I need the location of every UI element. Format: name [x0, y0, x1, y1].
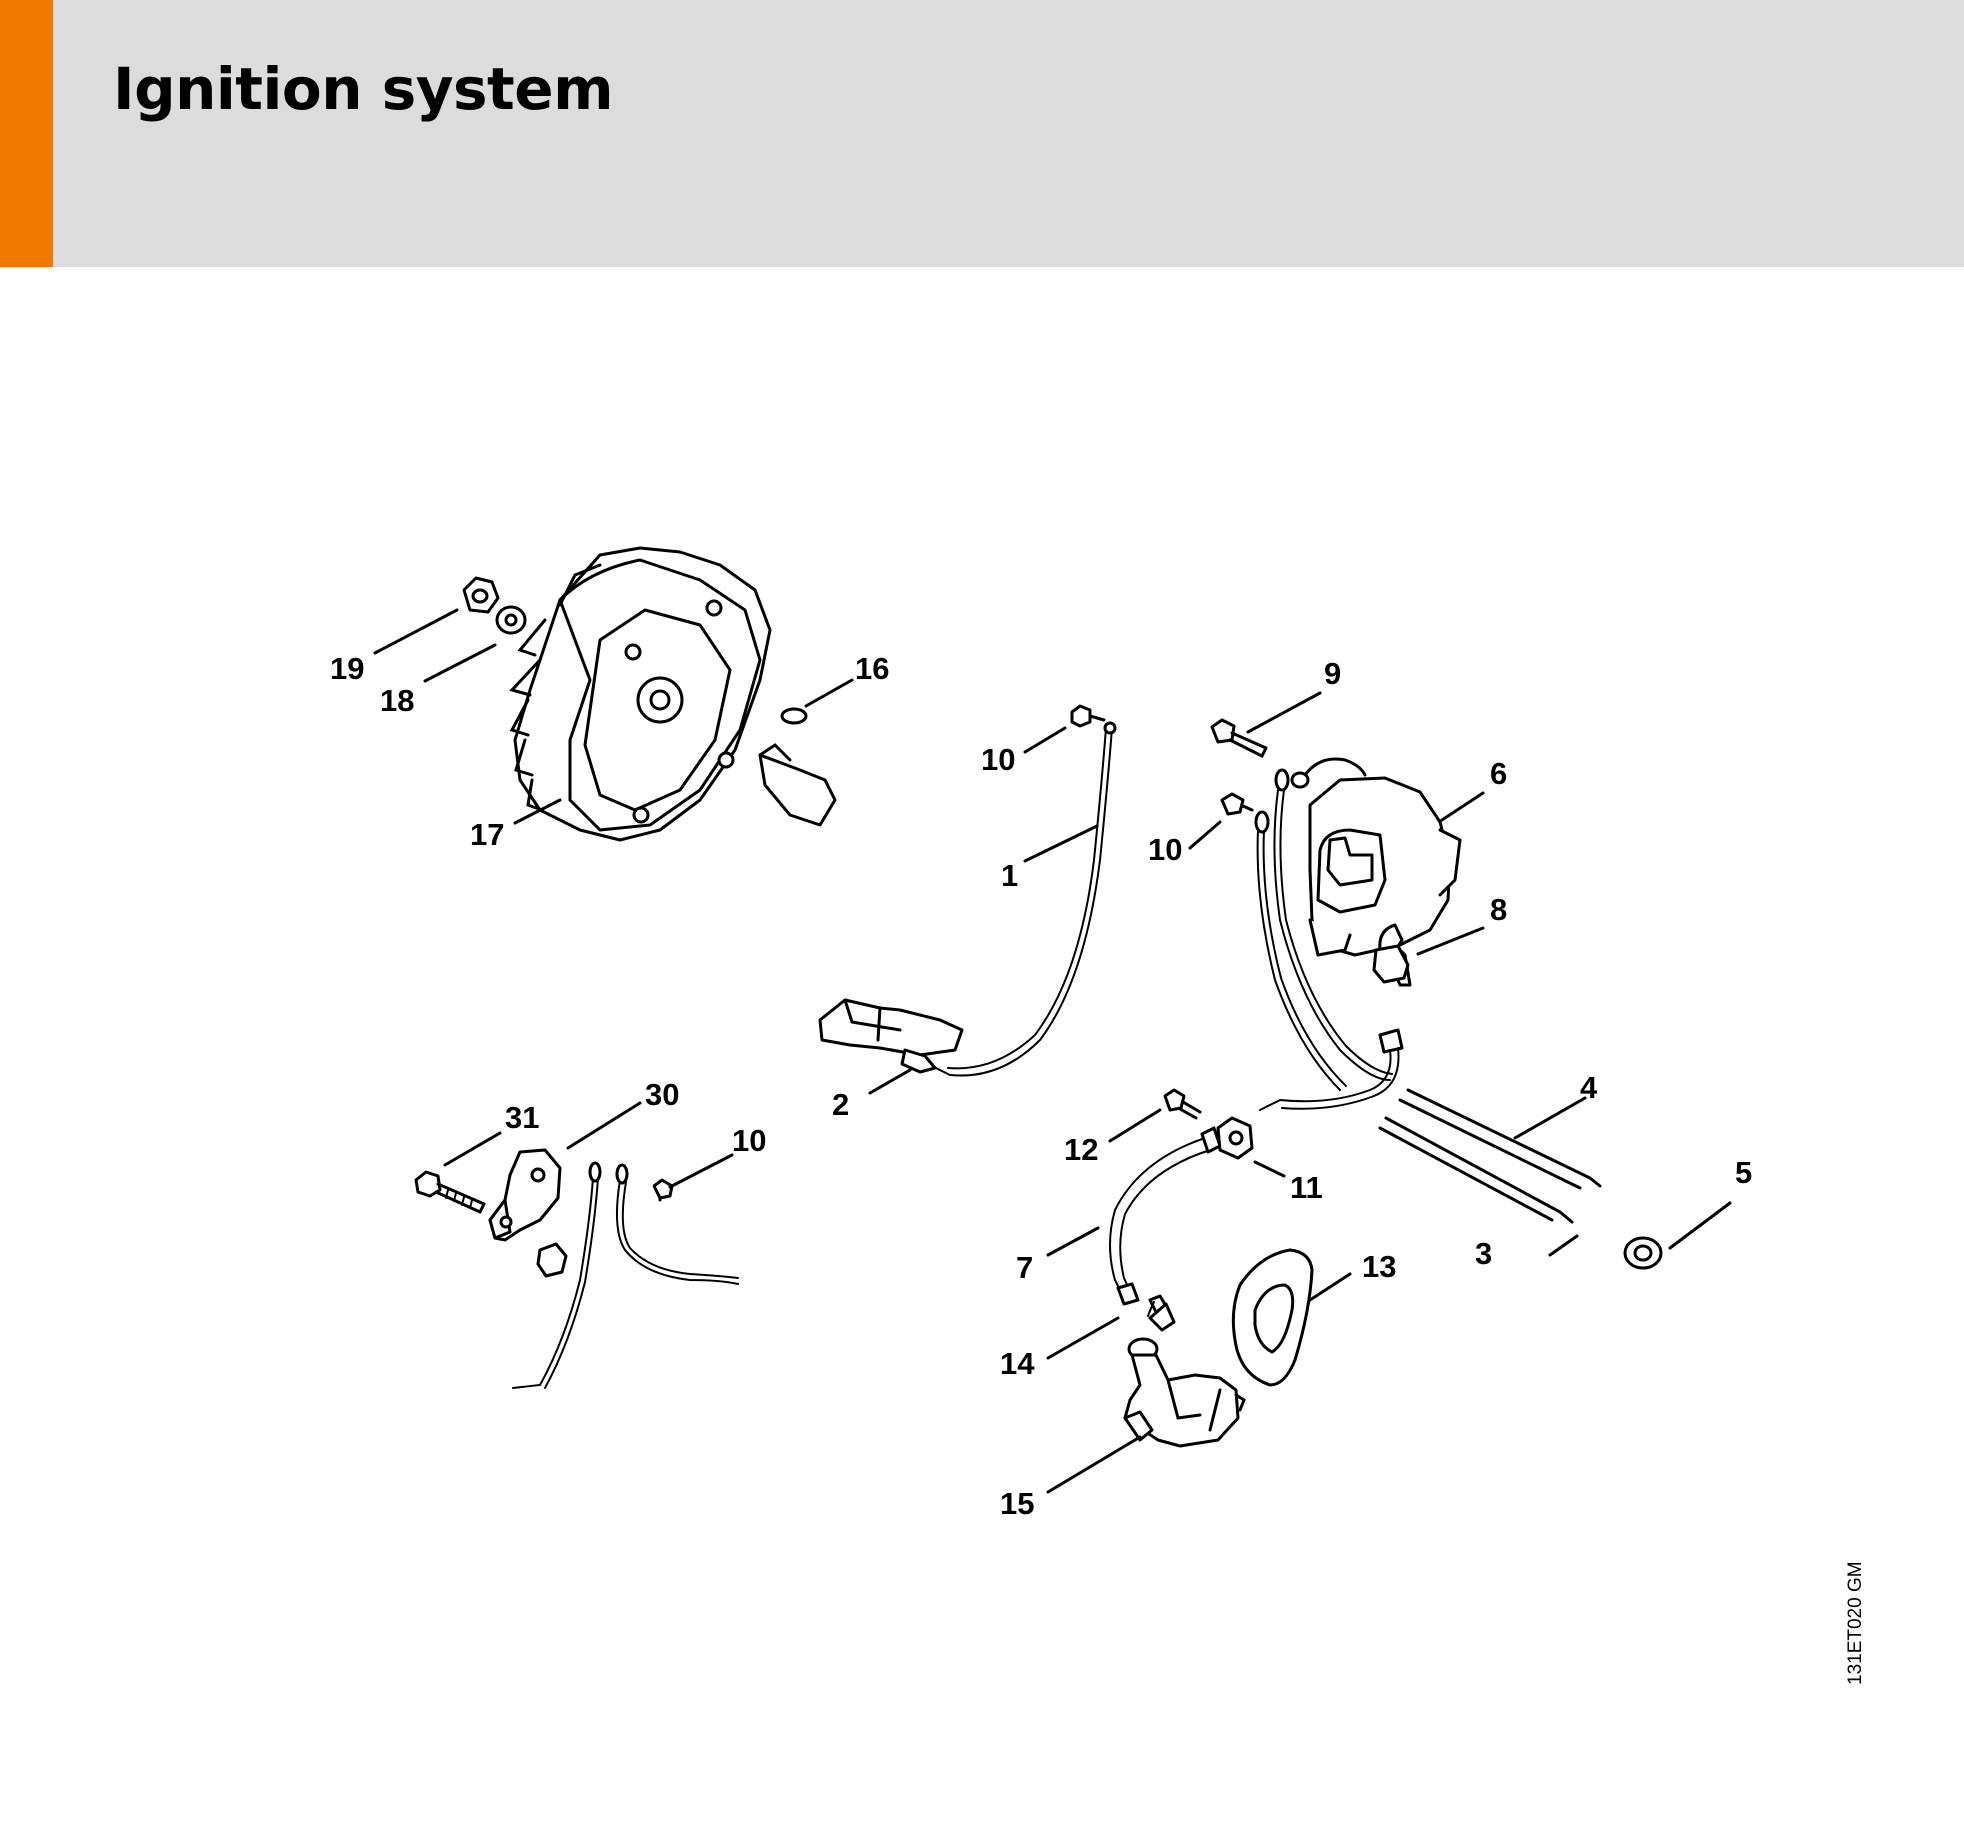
callout-8: 8	[1490, 892, 1507, 927]
callouts: 19 18 16 17 10 1 2 9 6 10 8 4 5 3 12 11 …	[330, 651, 1752, 1521]
header-band: Ignition system	[0, 0, 1964, 267]
callout-18: 18	[380, 683, 414, 718]
callout-6: 6	[1490, 756, 1507, 791]
callout-1: 1	[1001, 858, 1018, 893]
callout-11: 11	[1290, 1170, 1323, 1205]
spark-plug-boot-part	[1123, 1337, 1246, 1448]
callout-17: 17	[470, 817, 504, 852]
nut-part	[462, 576, 500, 614]
drawing-reference-code: 131ET020 GM	[1845, 1561, 1866, 1685]
spark-plug-lead-part	[1109, 1126, 1222, 1306]
callout-10: 10	[732, 1123, 766, 1158]
contact-spring-part	[818, 998, 964, 1074]
screw-part	[1210, 718, 1268, 758]
callout-2: 2	[832, 1087, 849, 1122]
ground-lead-part	[1254, 768, 1393, 1091]
spring-part	[1147, 1294, 1176, 1332]
sleeve-part	[536, 1242, 568, 1278]
callout-4: 4	[1580, 1070, 1598, 1105]
callout-14: 14	[1000, 1346, 1035, 1381]
screw-part	[1163, 1088, 1202, 1120]
washer-part	[495, 605, 527, 635]
callout-10: 10	[981, 742, 1015, 777]
grommet-part	[1231, 1248, 1314, 1387]
clamp-part	[1216, 1116, 1254, 1160]
screw-part	[414, 1170, 486, 1214]
bracket-part	[488, 1148, 562, 1242]
ignition-module-part	[1308, 776, 1462, 987]
callout-31: 31	[505, 1100, 539, 1135]
screw-part	[1070, 704, 1106, 728]
callout-9: 9	[1324, 656, 1341, 691]
callout-3: 3	[1475, 1236, 1492, 1271]
callout-5: 5	[1735, 1155, 1752, 1190]
screw-part	[652, 1178, 674, 1202]
ignition-lead-part	[1259, 944, 1410, 1111]
screw-part	[1220, 792, 1254, 816]
callout-30: 30	[645, 1077, 679, 1112]
short-circuit-wire-part	[929, 721, 1117, 1077]
callout-16: 16	[855, 651, 889, 686]
callout-15: 15	[1000, 1486, 1034, 1521]
callout-7: 7	[1016, 1250, 1033, 1285]
flywheel-part	[509, 546, 837, 842]
callout-10: 10	[1148, 832, 1182, 867]
grommet-part	[1623, 1236, 1663, 1270]
ground-wire-part	[1303, 757, 1367, 777]
wire-rod-part	[1378, 1088, 1602, 1224]
callout-19: 19	[330, 651, 364, 686]
callout-13: 13	[1362, 1249, 1396, 1284]
key-part	[780, 707, 808, 725]
leader-lines	[373, 608, 1732, 1494]
page-title: Ignition system	[113, 55, 614, 123]
accent-bar	[0, 0, 53, 267]
ground-lead-part	[512, 1161, 739, 1389]
callout-12: 12	[1064, 1132, 1098, 1167]
